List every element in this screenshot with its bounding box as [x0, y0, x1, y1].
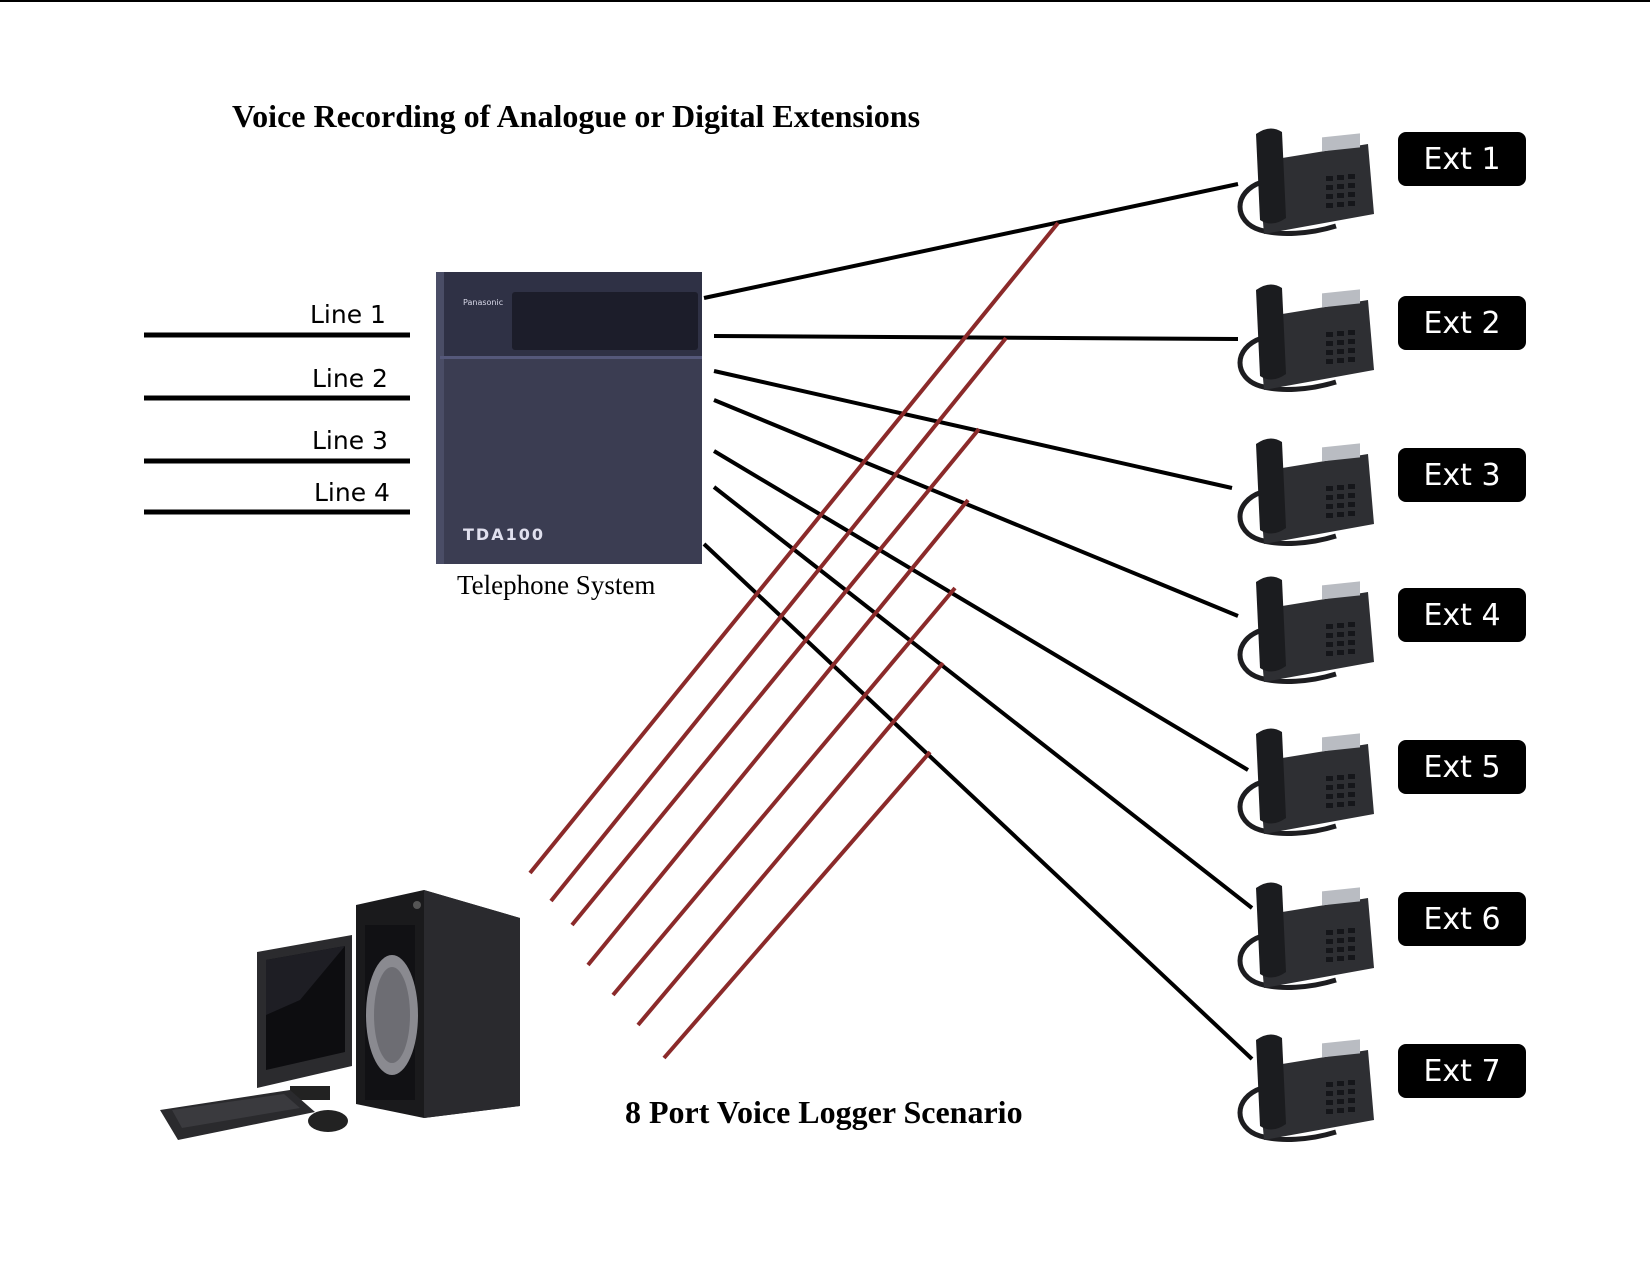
extension-line-2 — [713, 334, 1239, 341]
desk-phone-icon — [1237, 728, 1374, 836]
top-rule — [0, 0, 1650, 2]
desk-phone-icon — [1237, 284, 1374, 392]
extension-line-7 — [702, 542, 1254, 1061]
recording-tap-4 — [586, 498, 970, 967]
pbx-model: TDA100 — [463, 525, 545, 544]
desk-phone-icon — [1237, 882, 1374, 990]
desk-phone-icon — [1237, 576, 1374, 684]
desktop-computer-icon — [160, 890, 520, 1140]
recording-tap-2 — [549, 336, 1008, 903]
recording-taps — [528, 221, 1060, 1060]
desk-phone-icon — [1237, 1034, 1374, 1142]
extension-line-3 — [713, 369, 1233, 490]
line-label-2: Line 2 — [312, 364, 388, 393]
desk-phone-icon — [1237, 438, 1374, 546]
pbx-caption: Telephone System — [457, 570, 656, 600]
recording-tap-3 — [570, 427, 981, 927]
ext-badge-4: Ext 4 — [1398, 588, 1526, 642]
extension-line-1 — [703, 182, 1239, 300]
recording-tap-5 — [611, 586, 957, 997]
desk-phone-icon — [1237, 128, 1374, 236]
extension-line-5 — [712, 449, 1250, 772]
pbx-brand: Panasonic — [463, 298, 503, 307]
diagram-subtitle: 8 Port Voice Logger Scenario — [625, 1094, 1023, 1130]
pbx-cabinet-icon: Panasonic TDA100 — [436, 272, 702, 564]
extension-line-6 — [712, 485, 1254, 910]
ext-badge-1: Ext 1 — [1398, 132, 1526, 186]
recording-tap-6 — [636, 661, 945, 1027]
trunk-lines — [144, 332, 410, 515]
ext-badge-6: Ext 6 — [1398, 892, 1526, 946]
diagram-title: Voice Recording of Analogue or Digital E… — [232, 98, 921, 134]
recording-tap-1 — [528, 221, 1060, 875]
ext-badge-3: Ext 3 — [1398, 448, 1526, 502]
ext-badge-7: Ext 7 — [1398, 1044, 1526, 1098]
line-label-4: Line 4 — [314, 478, 390, 507]
ext-badge-2: Ext 2 — [1398, 296, 1526, 350]
phones — [1237, 128, 1374, 1142]
recording-tap-7 — [662, 750, 932, 1060]
line-label-1: Line 1 — [310, 300, 386, 329]
ext-badge-5: Ext 5 — [1398, 740, 1526, 794]
line-label-3: Line 3 — [312, 426, 388, 455]
extension-line-4 — [713, 398, 1239, 618]
extension-lines — [702, 182, 1254, 1061]
